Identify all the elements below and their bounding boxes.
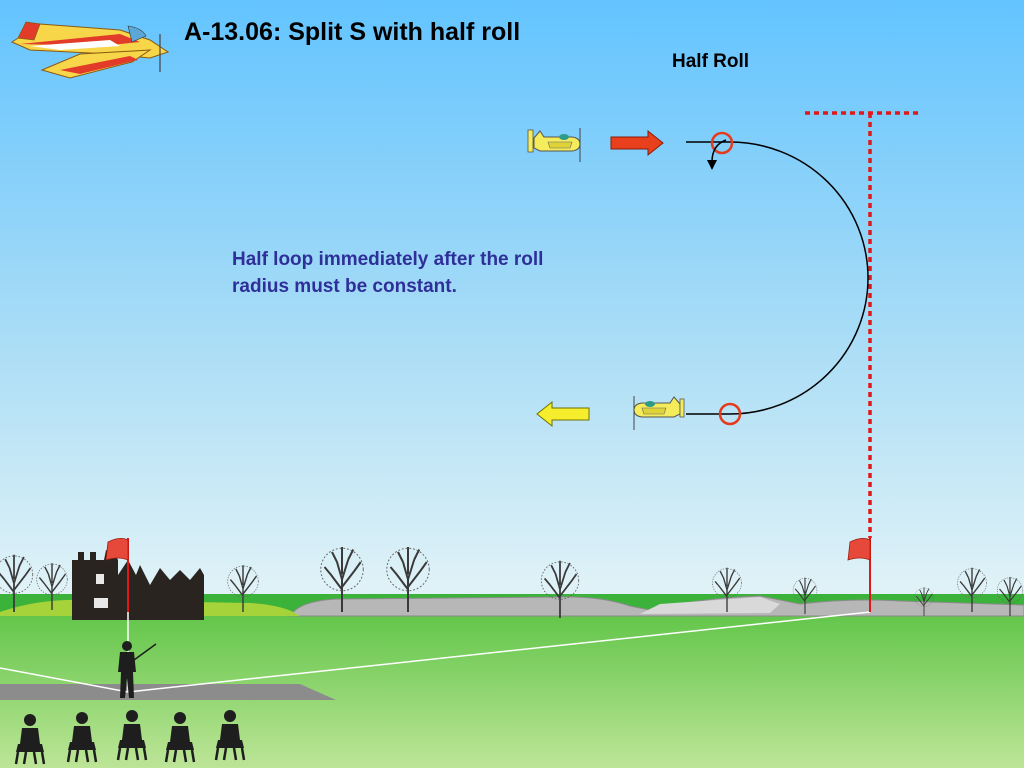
sky xyxy=(0,0,1024,600)
maneuver-description: Half loop immediately after the roll rad… xyxy=(232,246,632,300)
ground xyxy=(0,596,1024,768)
castle-ruin-icon xyxy=(72,550,204,620)
slide-title: A-13.06: Split S with half roll xyxy=(184,18,521,46)
pilot-silhouette-icon xyxy=(118,641,157,698)
half-roll-label: Half Roll xyxy=(672,51,750,72)
sight-line-right xyxy=(127,611,871,693)
roll-marker xyxy=(710,131,734,155)
exit-marker xyxy=(718,402,742,426)
roll-direction-arrow xyxy=(711,139,727,163)
yellow-plane-left-icon xyxy=(633,396,685,430)
sight-line-left xyxy=(0,667,129,693)
red-arrow-right-icon xyxy=(610,129,664,157)
description-line-1: Half loop immediately after the roll xyxy=(232,249,544,270)
red-flag-icon xyxy=(105,538,871,612)
runway xyxy=(0,684,336,700)
flight-path xyxy=(686,141,869,415)
yellow-plane-right-icon xyxy=(527,128,581,162)
aerobatic-plane-icon xyxy=(10,21,170,79)
yellow-arrow-left-icon xyxy=(536,400,590,428)
description-line-2: radius must be constant. xyxy=(232,276,457,297)
